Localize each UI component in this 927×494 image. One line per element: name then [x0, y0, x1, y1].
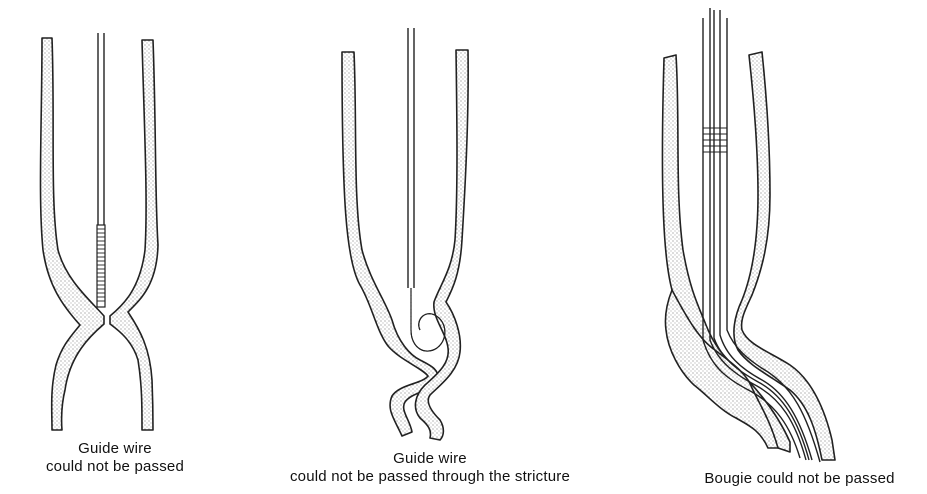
panel-3-diagram: [662, 8, 835, 462]
panel-1-caption-line-2: could not be passed: [20, 458, 210, 476]
panel-1-diagram: [40, 33, 158, 430]
panel-2-diagram: [342, 28, 468, 440]
panel-2-caption-line-2: could not be passed through the strictur…: [235, 468, 625, 486]
panel-1-caption-line-1: Guide wire: [20, 440, 210, 458]
panel-3-caption: Bougie could not be passed: [672, 470, 927, 488]
panel-2-left-wall: [342, 52, 438, 436]
panel-1-caption: Guide wire could not be passed: [20, 440, 210, 476]
panel-1-right-wall: [110, 40, 158, 430]
panel-3-bougie-markings: [703, 128, 727, 152]
panel-3-caption-line-1: Bougie could not be passed: [672, 470, 927, 488]
panel-2-caption: Guide wire could not be passed through t…: [235, 450, 625, 486]
panel-2-caption-line-1: Guide wire: [235, 450, 625, 468]
panel-1-left-wall: [40, 38, 104, 430]
